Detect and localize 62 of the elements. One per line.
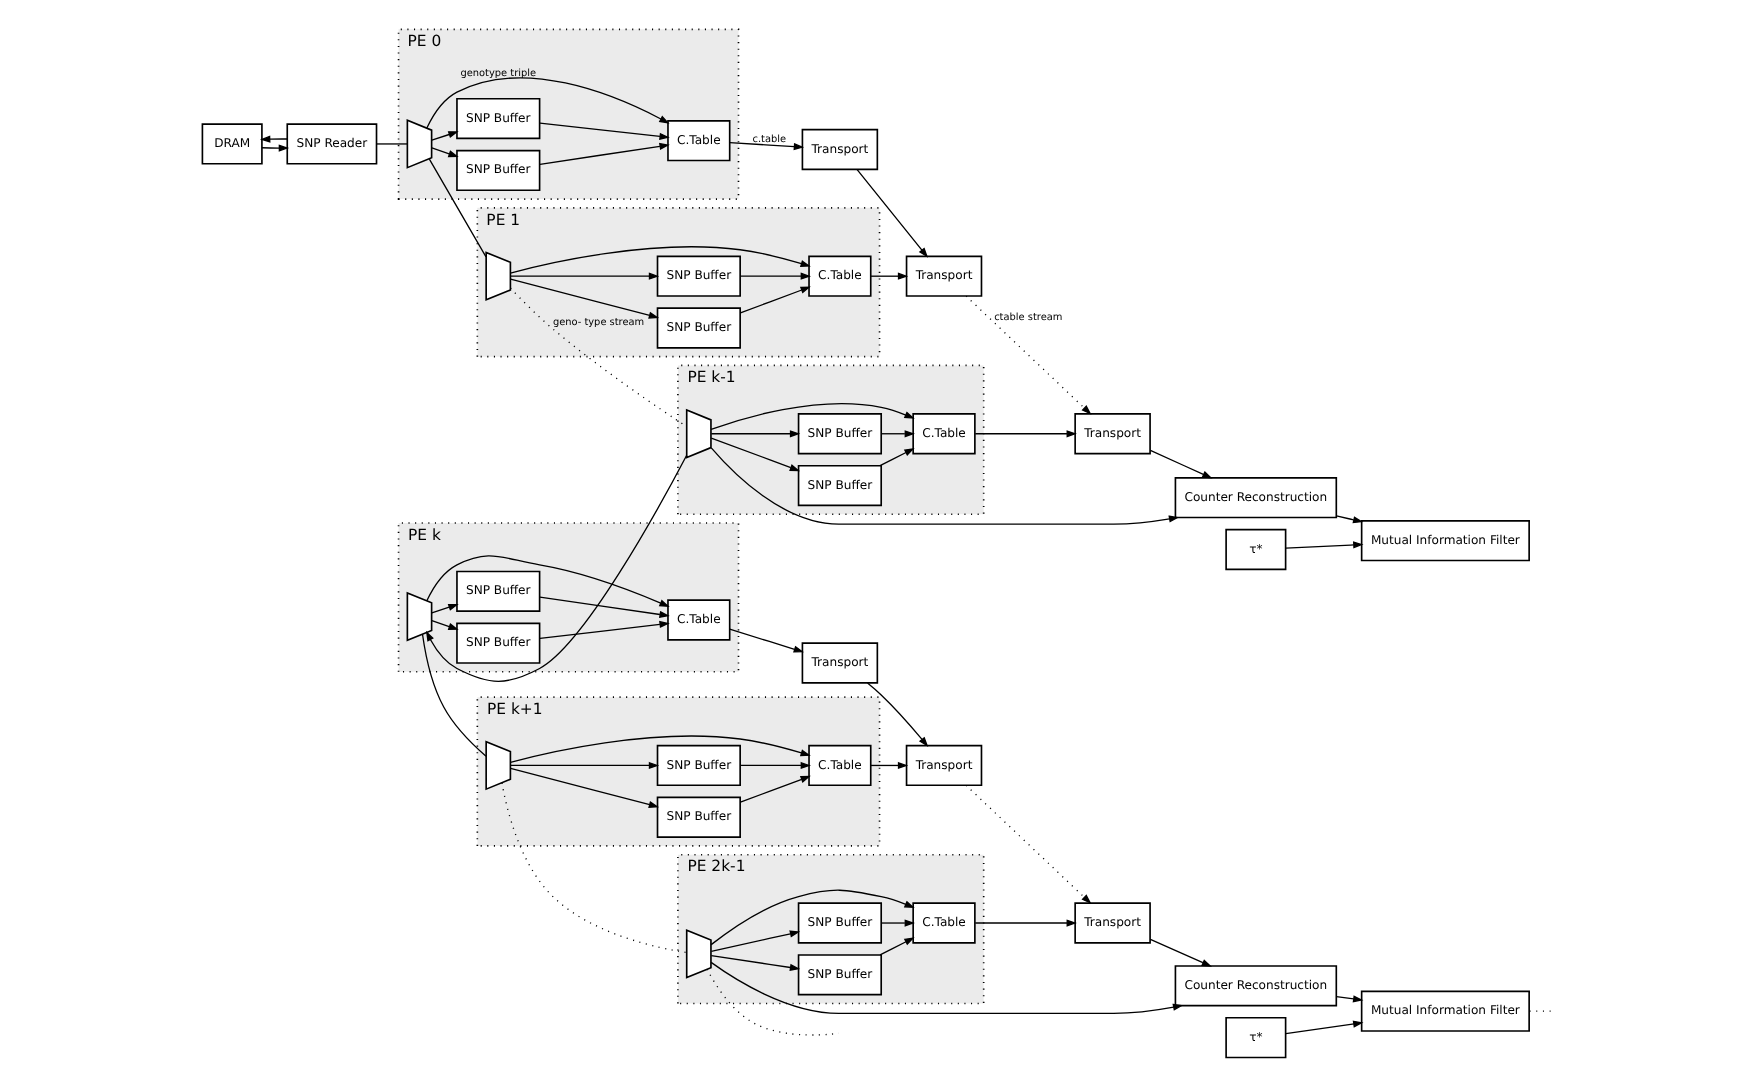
arrow <box>1148 938 1212 967</box>
arrow <box>538 596 669 619</box>
arrow <box>869 761 908 770</box>
arrow <box>430 147 458 158</box>
arrow <box>709 954 800 972</box>
arrow <box>879 430 914 438</box>
arrow <box>973 430 1076 438</box>
arrow <box>709 430 800 438</box>
node-trapezium <box>405 119 432 169</box>
arrow <box>259 135 287 143</box>
node-trapezium <box>684 928 711 979</box>
arrow <box>508 272 659 280</box>
arrow <box>508 735 810 763</box>
arrow <box>964 295 1091 415</box>
arrow <box>508 761 659 770</box>
arrow <box>878 448 914 467</box>
connector <box>427 158 486 258</box>
arrow <box>260 144 289 152</box>
connector <box>508 287 687 428</box>
arrow <box>1334 995 1363 1003</box>
connector <box>500 782 687 954</box>
node-trapezium <box>484 740 511 791</box>
arrow <box>865 682 928 747</box>
arrow <box>973 919 1076 927</box>
arrow <box>709 930 800 952</box>
arrow <box>430 619 458 630</box>
arrow <box>738 775 810 803</box>
arrow <box>964 784 1091 905</box>
arrow <box>709 403 914 431</box>
arrow <box>538 122 669 140</box>
connector <box>420 633 486 757</box>
connector <box>375 143 407 145</box>
arrow <box>869 272 908 280</box>
arrow <box>1284 1020 1363 1035</box>
node-trapezium <box>484 251 511 302</box>
arrow <box>1284 541 1363 549</box>
arrow <box>709 889 914 946</box>
arrow <box>878 937 914 956</box>
arrow <box>728 628 804 653</box>
node-trapezium <box>684 408 711 459</box>
arrow <box>738 761 810 770</box>
arrow <box>430 603 458 614</box>
arrow <box>1334 515 1363 524</box>
arrow <box>508 767 659 809</box>
arrow <box>425 77 669 129</box>
arrow <box>709 447 1179 525</box>
connector <box>705 968 839 1036</box>
arrow <box>709 961 1183 1015</box>
arrow <box>538 620 669 640</box>
arrow <box>508 246 810 274</box>
arrow <box>855 168 928 258</box>
arrow <box>430 131 458 141</box>
arrow <box>738 286 810 314</box>
arrow <box>728 141 804 151</box>
arrow <box>538 142 669 165</box>
arrow <box>508 278 659 319</box>
arrow <box>738 272 810 280</box>
arrow <box>709 437 800 472</box>
arrow <box>425 555 669 607</box>
arrow <box>879 919 914 927</box>
arrow <box>424 454 687 682</box>
arrow <box>1148 449 1212 479</box>
